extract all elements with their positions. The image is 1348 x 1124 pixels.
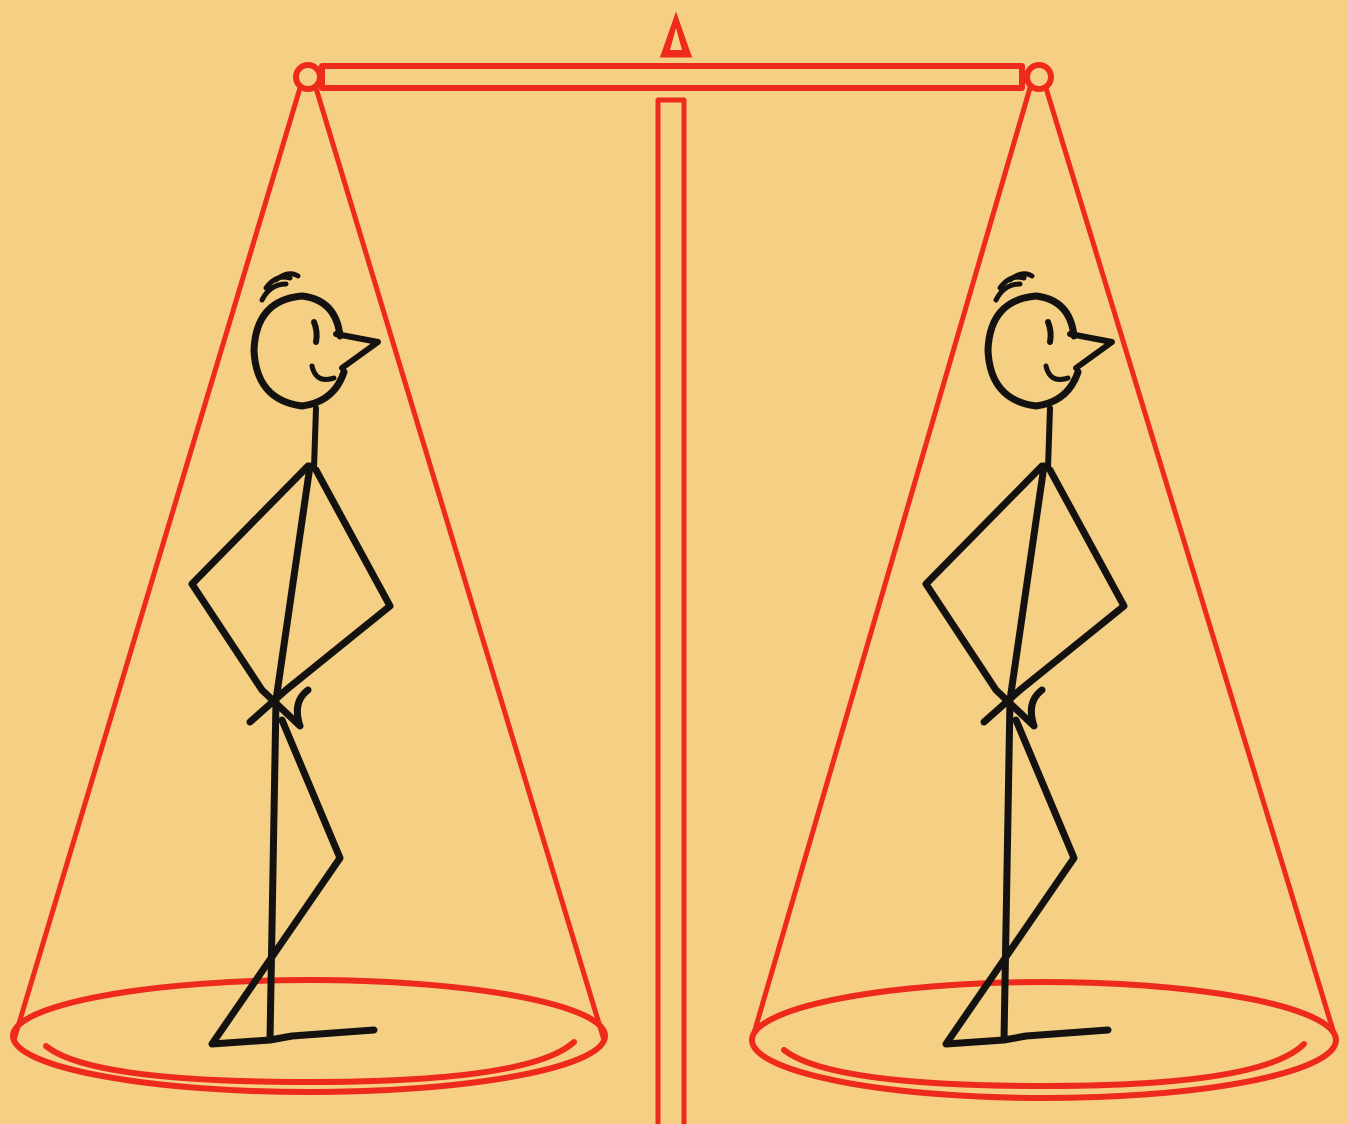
paper-shade [0,0,1348,1124]
balance-scale-illustration [0,0,1348,1124]
